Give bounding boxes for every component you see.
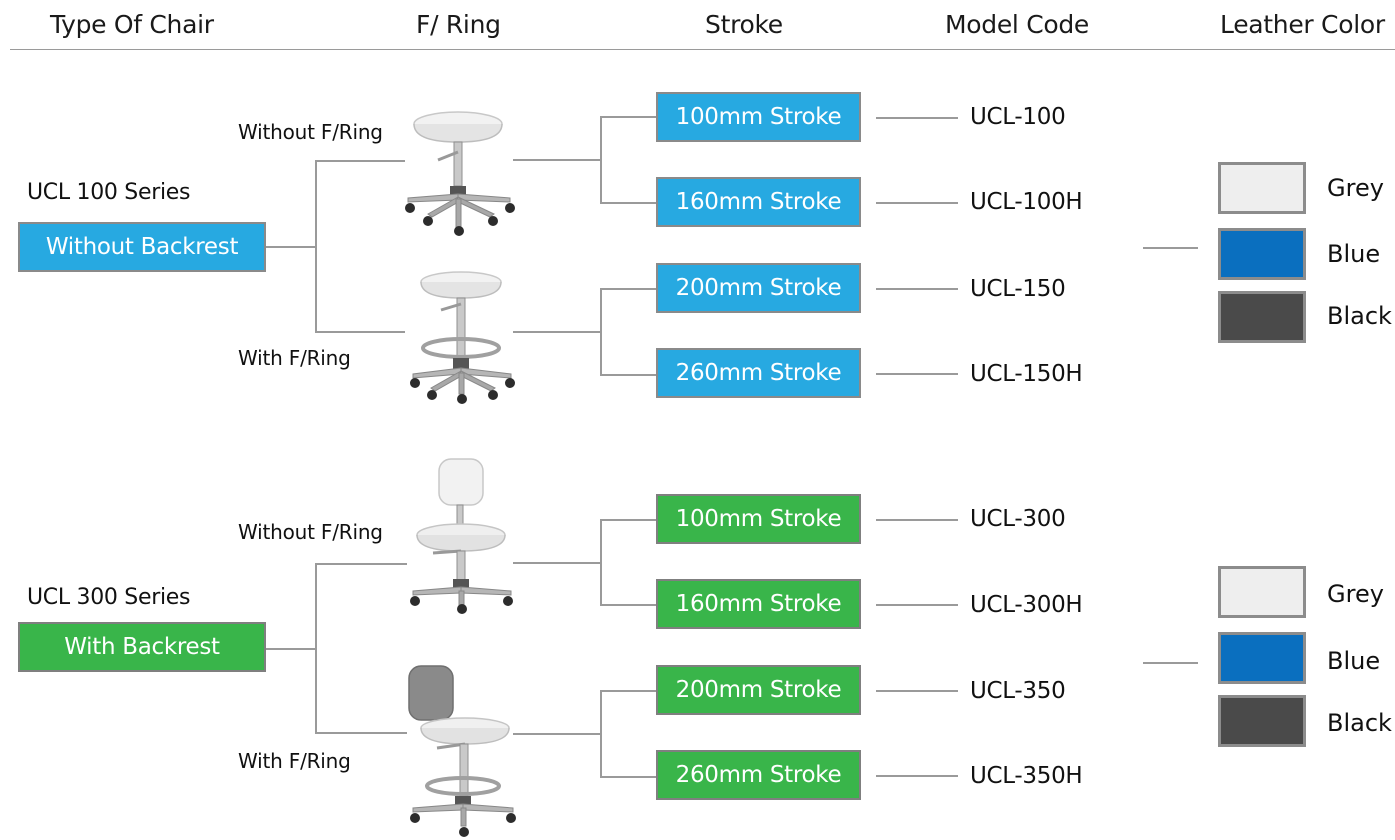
connector-line <box>876 604 958 606</box>
connector-line <box>1143 662 1198 664</box>
color-name: Grey <box>1327 174 1384 202</box>
color-name: Black <box>1327 302 1392 330</box>
header-model-code: Model Code <box>945 10 1090 39</box>
connector-line <box>1143 247 1198 249</box>
connector-line <box>600 116 602 203</box>
connector-line <box>266 246 316 248</box>
connector-line <box>600 519 602 605</box>
connector-line <box>513 331 601 333</box>
model-code: UCL-100 <box>970 104 1066 130</box>
connector-line <box>600 519 657 521</box>
chair-backrest-without-ring-image <box>410 458 513 614</box>
stool-without-ring-image <box>405 111 515 236</box>
connector-line <box>600 604 657 606</box>
connector-line <box>315 160 317 332</box>
model-code: UCL-100H <box>970 189 1083 215</box>
connector-line <box>315 732 407 734</box>
connector-line <box>513 159 601 161</box>
connector-line <box>600 374 657 376</box>
connector-line <box>600 116 657 118</box>
stroke-box: 260mm Stroke <box>656 750 861 800</box>
series-name: UCL 300 Series <box>27 585 191 610</box>
connector-line <box>600 202 657 204</box>
stroke-box: 260mm Stroke <box>656 348 861 398</box>
connector-line <box>600 288 657 290</box>
chair-type-box: With Backrest <box>18 622 266 672</box>
header-stroke: Stroke <box>705 10 783 39</box>
stroke-box: 160mm Stroke <box>656 579 861 629</box>
color-name: Black <box>1327 709 1392 737</box>
header-f-ring: F/ Ring <box>416 10 501 39</box>
connector-line <box>876 775 958 777</box>
stool-with-ring-image <box>410 271 515 404</box>
model-code: UCL-150H <box>970 361 1083 387</box>
color-swatch-grey <box>1218 162 1306 214</box>
connector-line <box>315 563 407 565</box>
connector-line <box>513 733 601 735</box>
model-code: UCL-150 <box>970 276 1066 302</box>
header-leather-color: Leather Color <box>1220 10 1385 39</box>
stroke-box: 160mm Stroke <box>656 177 861 227</box>
chair-backrest-with-ring-image <box>408 665 516 837</box>
header-type-of-chair: Type Of Chair <box>50 10 214 39</box>
stroke-box: 100mm Stroke <box>656 92 861 142</box>
connector-line <box>876 202 958 204</box>
color-name: Grey <box>1327 580 1384 608</box>
connector-line <box>315 331 405 333</box>
color-swatch-grey <box>1218 566 1306 618</box>
color-name: Blue <box>1327 647 1381 675</box>
connector-line <box>315 563 317 733</box>
connector-line <box>876 117 958 119</box>
series-name: UCL 100 Series <box>27 180 191 205</box>
chair-type-box: Without Backrest <box>18 222 266 272</box>
ring-label: With F/Ring <box>238 749 351 773</box>
header-divider <box>10 49 1395 50</box>
connector-line <box>876 373 958 375</box>
color-swatch-black <box>1218 695 1306 747</box>
connector-line <box>600 690 602 777</box>
model-code: UCL-350 <box>970 678 1066 704</box>
color-name: Blue <box>1327 240 1381 268</box>
model-code: UCL-300H <box>970 592 1083 618</box>
connector-line <box>513 562 601 564</box>
color-swatch-blue <box>1218 632 1306 684</box>
connector-line <box>266 648 316 650</box>
stroke-box: 100mm Stroke <box>656 494 861 544</box>
stroke-box: 200mm Stroke <box>656 263 861 313</box>
ring-label: With F/Ring <box>238 346 351 370</box>
model-code: UCL-350H <box>970 763 1083 789</box>
connector-line <box>600 288 602 375</box>
model-code: UCL-300 <box>970 506 1066 532</box>
connector-line <box>315 160 405 162</box>
connector-line <box>876 519 958 521</box>
connector-line <box>876 288 958 290</box>
color-swatch-blue <box>1218 228 1306 280</box>
connector-line <box>600 776 657 778</box>
ring-label: Without F/Ring <box>238 520 383 544</box>
ring-label: Without F/Ring <box>238 120 383 144</box>
connector-line <box>600 690 657 692</box>
color-swatch-black <box>1218 291 1306 343</box>
stroke-box: 200mm Stroke <box>656 665 861 715</box>
connector-line <box>876 690 958 692</box>
